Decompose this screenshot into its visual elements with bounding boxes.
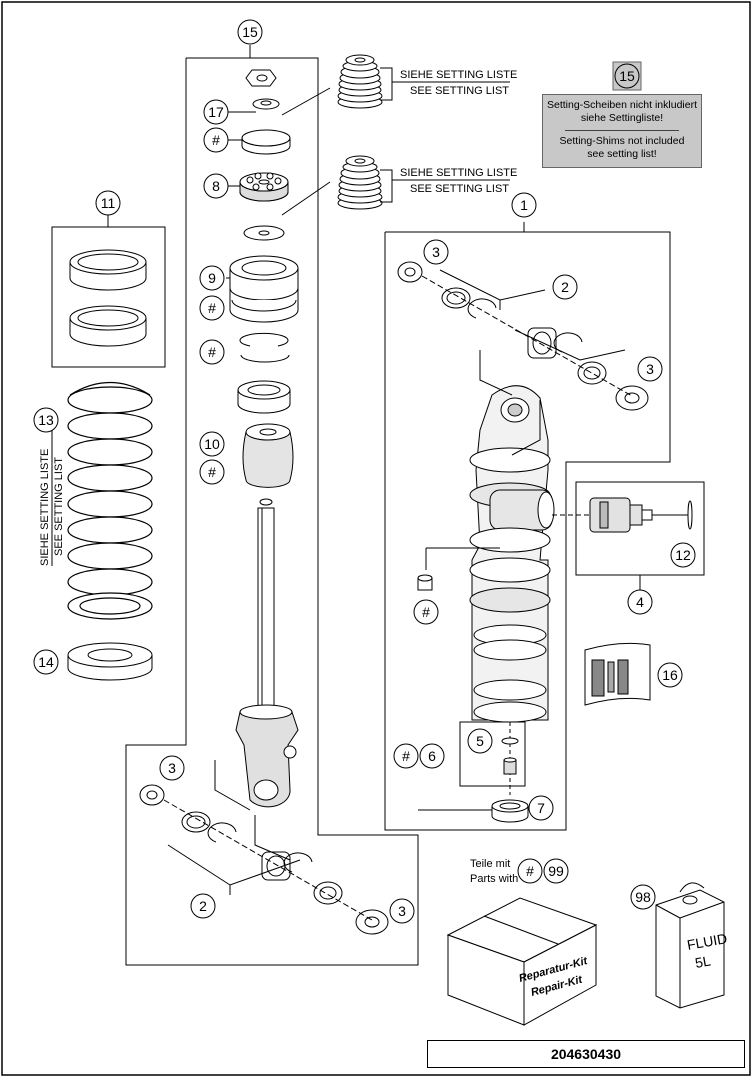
fluid-volume: 5L xyxy=(694,952,712,970)
callout-labels: 15 15 17 # 8 9 # # 10 # 11 13 14 1 2 3 3… xyxy=(38,24,691,919)
callout-17: 17 xyxy=(208,104,224,120)
callout-3-left-bottom: 3 xyxy=(398,903,406,919)
callout-hash-screw: # xyxy=(422,604,430,620)
left-bracket-2 xyxy=(167,760,301,895)
callout-hash-ring: # xyxy=(208,344,216,360)
setting-shims-note: Setting-Scheiben nicht inkludiert siehe … xyxy=(542,94,702,168)
callout-15-note: 15 xyxy=(619,68,635,84)
callout-99: 99 xyxy=(548,863,564,879)
callout-2-right: 2 xyxy=(561,279,569,295)
note-en-line2: see setting list! xyxy=(587,148,657,160)
callout-hash-99: # xyxy=(526,863,534,879)
box-5 xyxy=(459,721,526,787)
sticker-16 xyxy=(584,642,651,706)
setting-label-spring-de: SIEHE SETTING LISTE xyxy=(39,449,51,566)
setting-label-top-de: SIEHE SETTING LISTE xyxy=(400,69,517,81)
callout-5: 5 xyxy=(476,733,484,749)
callout-2-left: 2 xyxy=(199,898,207,914)
note-de-line2: siehe Settingliste! xyxy=(580,112,664,124)
adjuster-12 xyxy=(552,497,693,533)
callout-7: 7 xyxy=(537,800,545,816)
callout-hash-10: # xyxy=(208,464,216,480)
callout-4: 4 xyxy=(636,594,644,610)
callout-16: 16 xyxy=(662,667,678,683)
note-divider xyxy=(565,130,679,131)
callout-3-left-top: 3 xyxy=(168,760,176,776)
assembly-15-frame xyxy=(125,45,419,966)
note-de-line1: Setting-Scheiben nicht inkludiert xyxy=(546,99,697,111)
setting-label-top-en: SEE SETTING LIST xyxy=(410,85,509,97)
callout-12: 12 xyxy=(675,547,691,563)
shim-stack-top xyxy=(337,54,383,109)
callout-14: 14 xyxy=(38,654,54,670)
setting-label-spring-en: SEE SETTING LIST xyxy=(53,457,65,556)
nitrogen-valve xyxy=(491,722,529,823)
callout-1: 1 xyxy=(520,197,528,213)
repair-text-en: Parts with xyxy=(470,873,518,885)
repair-text-de: Teile mit xyxy=(470,858,510,870)
repair-kit-box xyxy=(446,897,598,1026)
callout-hash-9: # xyxy=(208,300,216,316)
callout-3-right-top: 3 xyxy=(432,244,440,260)
note-en-line1: Setting-Shims not included xyxy=(559,135,685,147)
callout-10: 10 xyxy=(204,436,220,452)
fluid-name: FLUID xyxy=(686,930,729,953)
right-bracket-2 xyxy=(439,269,626,456)
rings-11 xyxy=(69,249,147,347)
setting-label-mid-de: SIEHE SETTING LISTE xyxy=(400,167,517,179)
callout-13: 13 xyxy=(38,412,54,428)
right-bushing-set xyxy=(397,261,649,411)
spring-seat-14 xyxy=(67,642,153,681)
fluid-can-98 xyxy=(655,882,725,1009)
diagram-code: 204630430 xyxy=(427,1040,745,1068)
callout-hash-17: # xyxy=(212,132,220,148)
bleed-screw xyxy=(417,547,500,591)
assembly-1-frame xyxy=(384,222,671,831)
callout-11: 11 xyxy=(101,195,116,211)
callout-hash-6: # xyxy=(402,748,410,764)
callout-9: 9 xyxy=(208,270,216,286)
callout-6: 6 xyxy=(428,748,436,764)
spring-13 xyxy=(67,381,153,620)
left-bushing-set xyxy=(139,784,389,935)
callout-98: 98 xyxy=(635,889,651,905)
shim-stack-mid xyxy=(337,155,383,210)
piston-stack xyxy=(229,69,299,808)
callout-8: 8 xyxy=(212,178,220,194)
setting-label-mid-en: SEE SETTING LIST xyxy=(410,183,509,195)
callout-3-right-bottom: 3 xyxy=(646,361,654,377)
shock-body xyxy=(469,385,555,723)
callout-15: 15 xyxy=(242,24,258,40)
